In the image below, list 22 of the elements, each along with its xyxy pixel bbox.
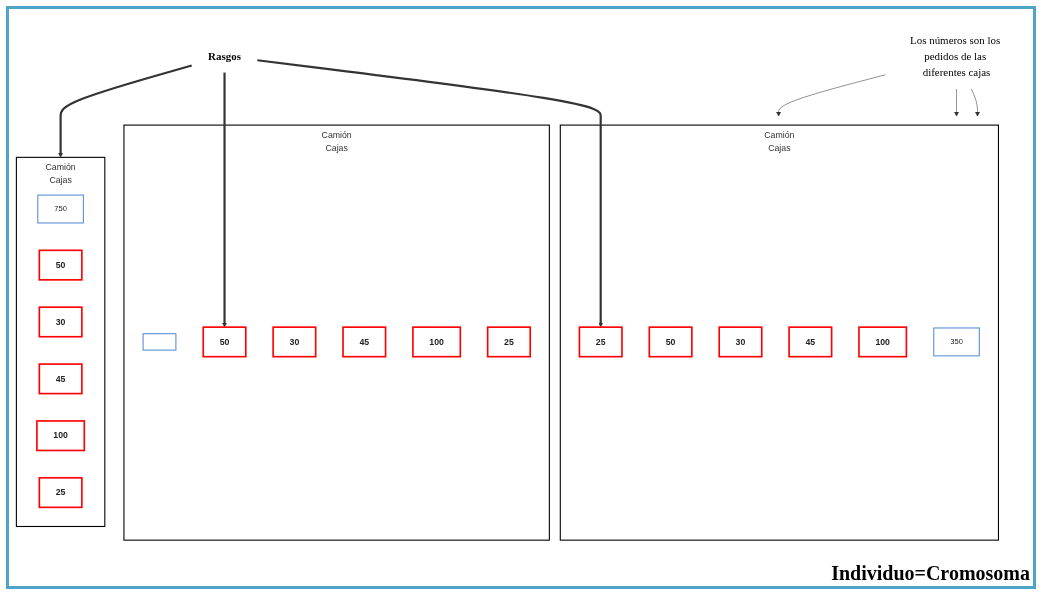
node-box: 100 bbox=[36, 420, 86, 452]
node-box: 25 bbox=[578, 326, 623, 358]
node-text: Rasgos bbox=[208, 50, 241, 63]
node-box: 45 bbox=[342, 326, 387, 358]
node-box bbox=[142, 333, 177, 351]
arrow bbox=[257, 59, 604, 328]
arrow bbox=[222, 72, 227, 328]
node-box: 30 bbox=[718, 326, 763, 358]
node-box: 50 bbox=[648, 326, 693, 358]
node-box: 50 bbox=[38, 249, 83, 281]
node-box: 50 bbox=[202, 326, 247, 358]
node-box: 100 bbox=[412, 326, 462, 358]
footer-note: Individuo=Cromosoma bbox=[831, 562, 1030, 585]
node-box: 30 bbox=[272, 326, 317, 358]
node-box: 25 bbox=[486, 326, 532, 358]
arrow bbox=[58, 64, 192, 158]
node-text: Los números son los pedidos de las diferentes cajas bbox=[910, 34, 1001, 79]
node-box: 30 bbox=[38, 306, 83, 338]
node-box: 45 bbox=[38, 363, 83, 395]
node-box: 100 bbox=[858, 326, 908, 358]
node-box: 45 bbox=[788, 326, 833, 358]
node-box: 25 bbox=[38, 477, 83, 509]
